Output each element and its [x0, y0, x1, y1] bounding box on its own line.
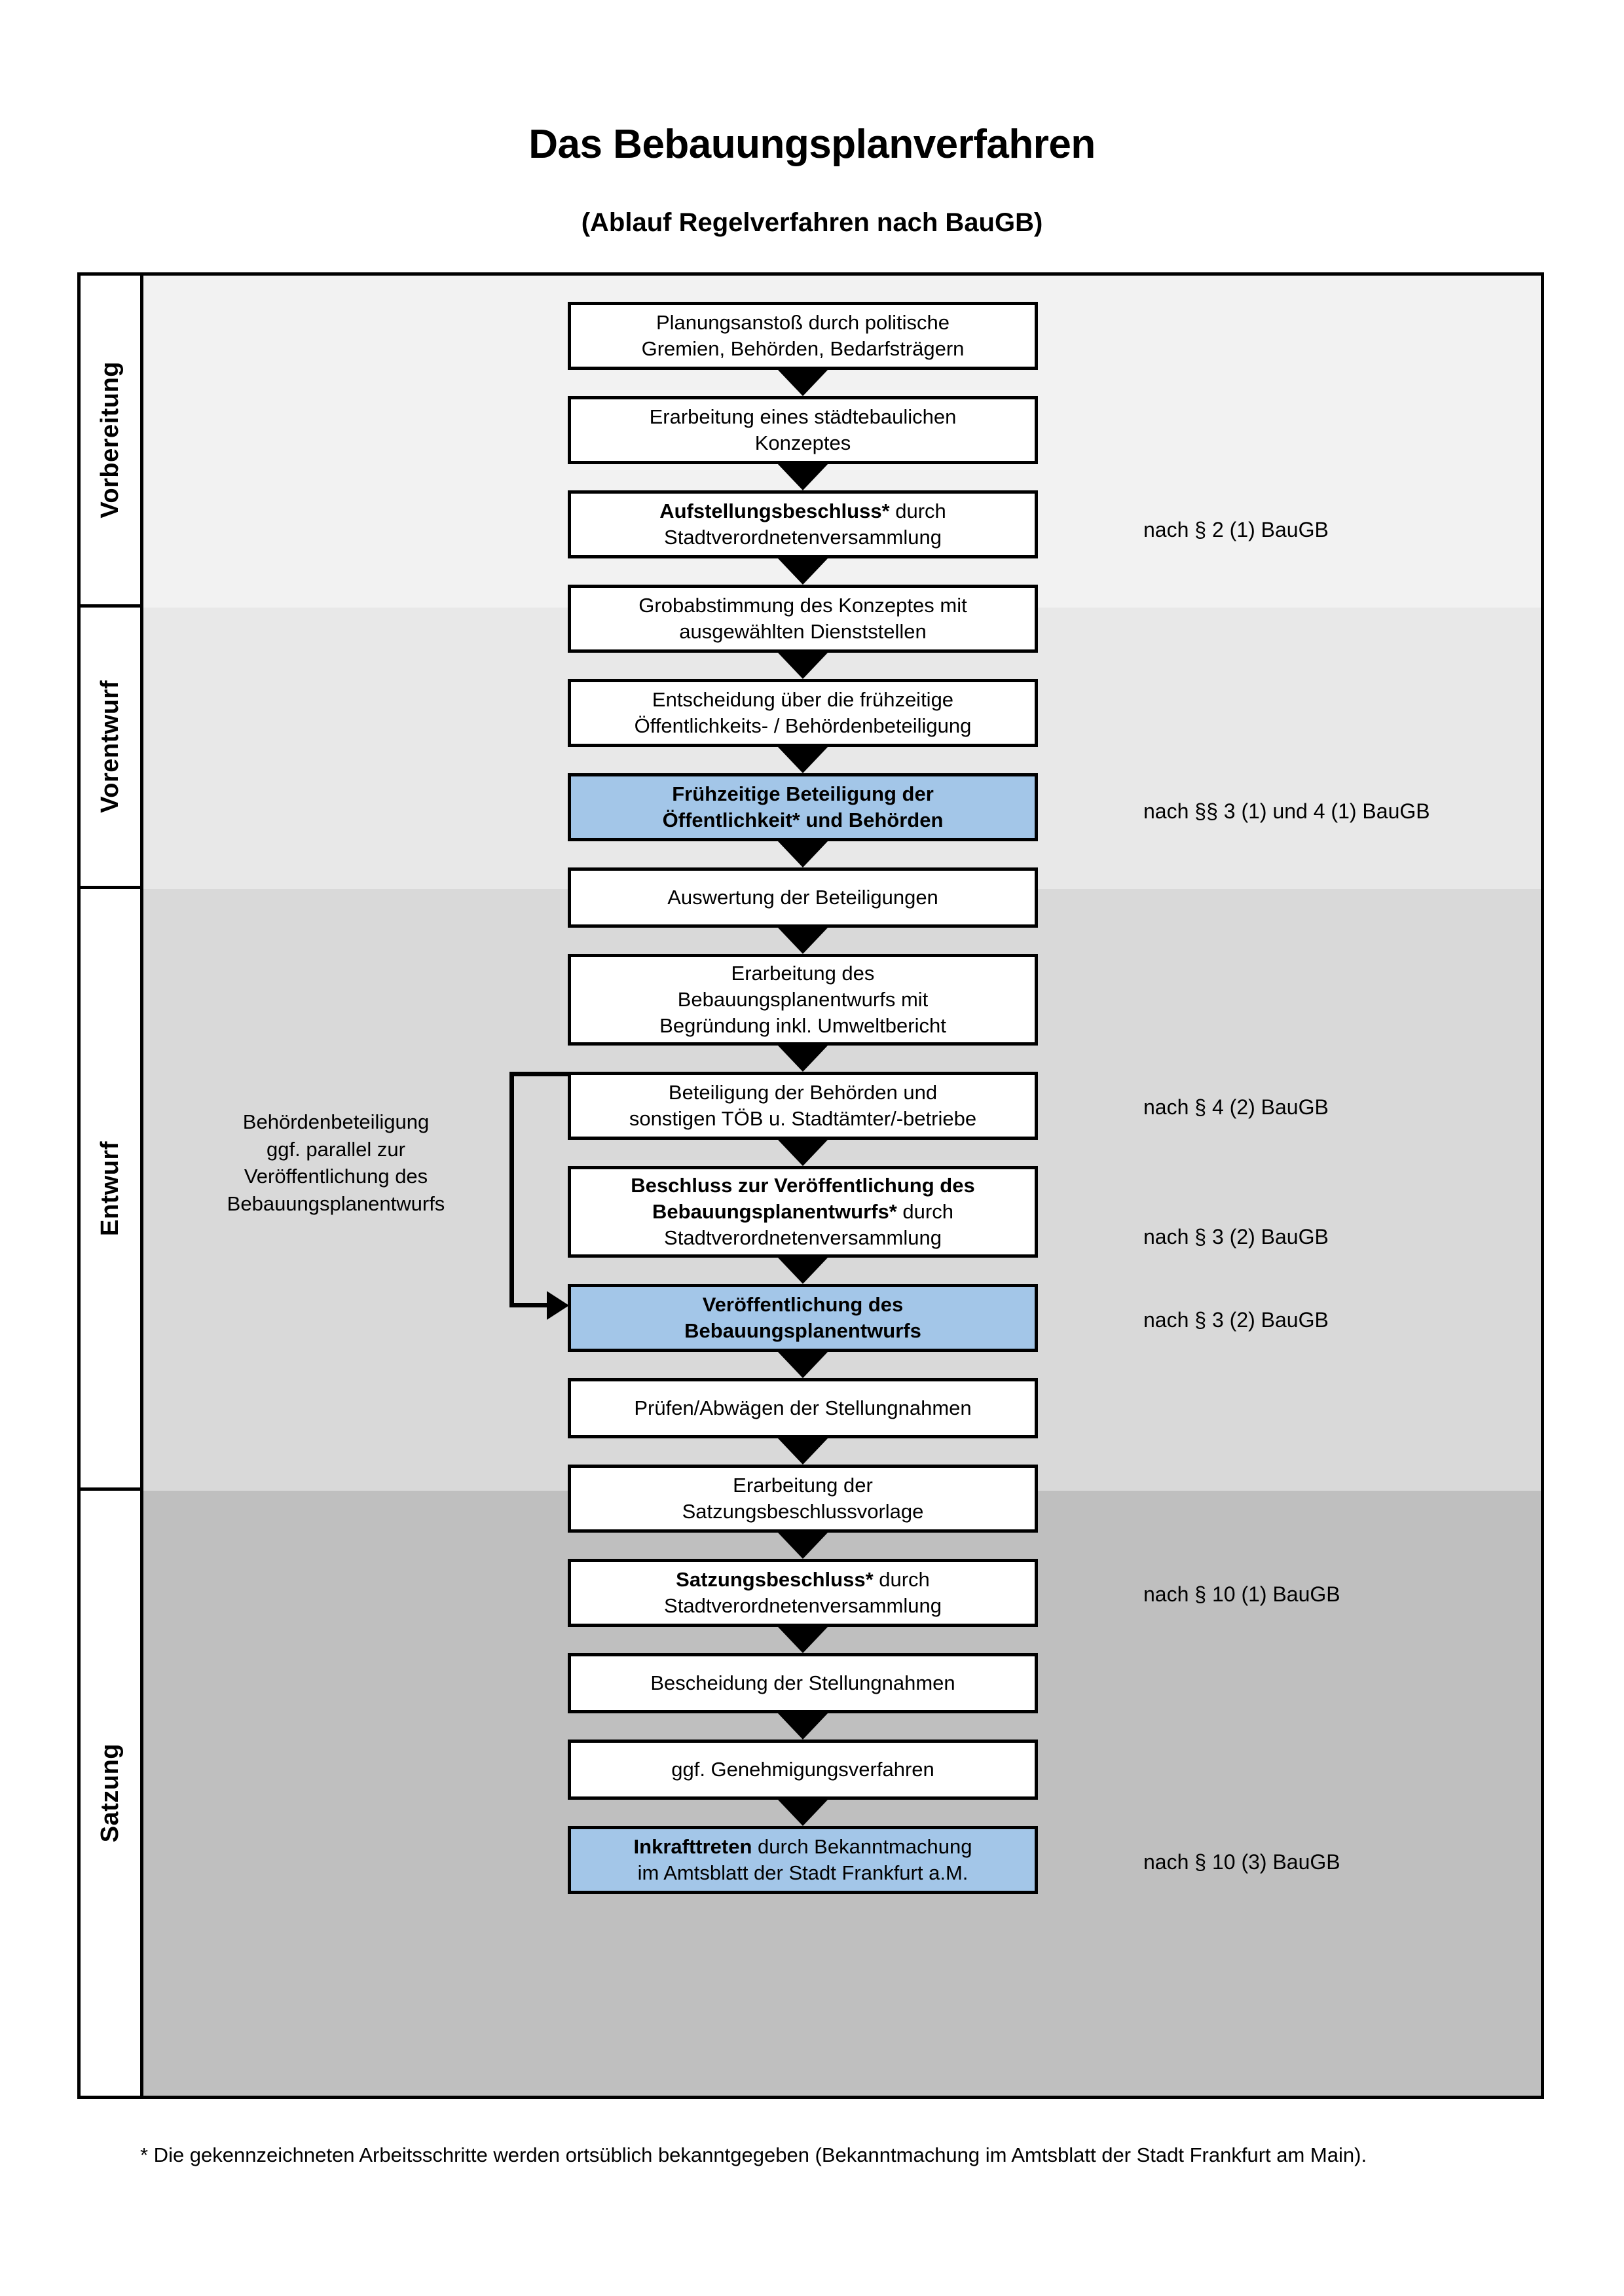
node-satzungsbeschluss[interactable]: Satzungsbeschluss* durch Stadtverordnete… — [568, 1559, 1038, 1627]
phase-cell-vorbereitung: Vorbereitung — [81, 276, 140, 608]
arrow-entscheidung-to-fruehzeitige — [778, 747, 828, 773]
arrow-grobabstimmung-to-entscheidung — [778, 653, 828, 679]
node-aufstellungsbeschluss[interactable]: Aufstellungsbeschluss* durch Stadtverord… — [568, 490, 1038, 558]
node-text: Grobabstimmung des Konzeptes mit ausgewä… — [638, 593, 967, 643]
bracket-arrowhead-icon — [547, 1291, 569, 1320]
node-text: Erarbeitung der Satzungsbeschlussvorlage — [682, 1473, 924, 1523]
node-text: Beteiligung der Behörden und sonstigen T… — [629, 1080, 977, 1130]
legal-ref-aufstellungsbeschluss: nach § 2 (1) BauGB — [1143, 518, 1329, 541]
sidenote-behoerdenbeteiligung: Behördenbeteiligung ggf. parallel zur Ve… — [227, 1110, 445, 1215]
phase-label-entwurf: Entwurf — [96, 1140, 124, 1236]
node-text: Planungsanstoß durch politische Gremien,… — [641, 310, 965, 360]
arrow-satzungsbeschluss-to-bescheidung — [778, 1627, 828, 1653]
arrow-aufstellungsbeschluss-to-grobabstimmung — [778, 558, 828, 585]
phase-cell-satzung: Satzung — [81, 1491, 140, 2096]
arrow-pruefen-to-satzungsvorlage — [778, 1438, 828, 1465]
node-entscheidung-beteiligung[interactable]: Entscheidung über die frühzeitige Öffent… — [568, 679, 1038, 747]
flowchart-frame: Vorbereitung Vorentwurf Entwurf Satzung … — [77, 272, 1544, 2099]
arrow-konzept-to-aufstellungsbeschluss — [778, 464, 828, 490]
legal-ref-fruehzeitige-beteiligung: nach §§ 3 (1) und 4 (1) BauGB — [1143, 799, 1430, 823]
bracket-vertical-segment — [509, 1072, 514, 1307]
phase-cell-entwurf: Entwurf — [81, 889, 140, 1491]
arrow-beteiligung-to-beschluss — [778, 1140, 828, 1166]
phase-label-vorbereitung: Vorbereitung — [96, 361, 124, 519]
arrow-planungsanstoss-to-konzept — [778, 370, 828, 396]
bracket-bottom-segment — [509, 1303, 549, 1307]
legal-ref-veroeffentlichung: nach § 3 (2) BauGB — [1143, 1308, 1329, 1332]
node-text: ggf. Genehmigungsverfahren — [671, 1757, 934, 1781]
legal-ref-beteiligung-behoerden: nach § 4 (2) BauGB — [1143, 1095, 1329, 1119]
node-inkrafttreten[interactable]: Inkrafttreten durch Bekanntmachung im Am… — [568, 1826, 1038, 1894]
node-planungsanstoss[interactable]: Planungsanstoß durch politische Gremien,… — [568, 302, 1038, 370]
node-text: Veröffentlichung des Bebauungsplanentwur… — [684, 1292, 921, 1342]
node-satzungsbeschlussvorlage[interactable]: Erarbeitung der Satzungsbeschlussvorlage — [568, 1465, 1038, 1533]
node-beschluss-veroeffentlichung[interactable]: Beschluss zur Veröffentlichung des Bebau… — [568, 1166, 1038, 1258]
band-vorentwurf — [143, 608, 1541, 889]
node-pruefen-abwaegen[interactable]: Prüfen/Abwägen der Stellungnahmen — [568, 1378, 1038, 1438]
node-text: Auswertung der Beteiligungen — [667, 885, 938, 909]
phase-rail: Vorbereitung Vorentwurf Entwurf Satzung — [81, 276, 143, 2096]
page-subtitle: (Ablauf Regelverfahren nach BauGB) — [581, 208, 1043, 237]
legal-ref-satzungsbeschluss: nach § 10 (1) BauGB — [1143, 1582, 1340, 1606]
node-text: Erarbeitung eines städtebaulichen Konzep… — [649, 405, 957, 454]
node-auswertung[interactable]: Auswertung der Beteiligungen — [568, 867, 1038, 928]
legal-ref-beschluss-veroeffentlichung: nach § 3 (2) BauGB — [1143, 1225, 1329, 1248]
arrow-beschluss-to-veroeffentlichung — [778, 1258, 828, 1284]
arrow-erarbeitung-to-beteiligung-behoerden — [778, 1046, 828, 1072]
node-genehmigungsverfahren[interactable]: ggf. Genehmigungsverfahren — [568, 1740, 1038, 1800]
node-grobabstimmung[interactable]: Grobabstimmung des Konzeptes mit ausgewä… — [568, 585, 1038, 653]
phase-label-satzung: Satzung — [96, 1743, 124, 1843]
footnote: * Die gekennzeichneten Arbeitsschritte w… — [140, 2143, 1367, 2166]
legal-ref-inkrafttreten: nach § 10 (3) BauGB — [1143, 1850, 1340, 1874]
node-veroeffentlichung[interactable]: Veröffentlichung des Bebauungsplanentwur… — [568, 1284, 1038, 1352]
node-beteiligung-behoerden[interactable]: Beteiligung der Behörden und sonstigen T… — [568, 1072, 1038, 1140]
node-fruehzeitige-beteiligung[interactable]: Frühzeitige Beteiligung der Öffentlichke… — [568, 773, 1038, 841]
node-konzept[interactable]: Erarbeitung eines städtebaulichen Konzep… — [568, 396, 1038, 464]
page-title: Das Bebauungsplanverfahren — [528, 122, 1096, 167]
node-text: Frühzeitige Beteiligung der Öffentlichke… — [662, 782, 944, 831]
node-erarbeitung-entwurf[interactable]: Erarbeitung des Bebauungsplanentwurfs mi… — [568, 954, 1038, 1046]
node-text: Entscheidung über die frühzeitige Öffent… — [634, 687, 972, 737]
arrow-satzungsvorlage-to-satzungsbeschluss — [778, 1533, 828, 1559]
phase-cell-vorentwurf: Vorentwurf — [81, 608, 140, 889]
node-text: Satzungsbeschluss* durch Stadtverordnete… — [664, 1567, 942, 1617]
arrow-auswertung-to-erarbeitung — [778, 928, 828, 954]
node-text: Beschluss zur Veröffentlichung des Bebau… — [631, 1173, 975, 1250]
bracket-top-segment — [509, 1072, 570, 1076]
phase-label-vorentwurf: Vorentwurf — [96, 680, 124, 813]
arrow-genehmigung-to-inkrafttreten — [778, 1800, 828, 1826]
node-text: Aufstellungsbeschluss* durch Stadtverord… — [659, 499, 946, 549]
node-text: Inkrafttreten durch Bekanntmachung im Am… — [633, 1834, 972, 1884]
arrow-bescheidung-to-genehmigung — [778, 1713, 828, 1740]
node-bescheidung[interactable]: Bescheidung der Stellungnahmen — [568, 1653, 1038, 1713]
node-text: Erarbeitung des Bebauungsplanentwurfs mi… — [659, 961, 946, 1038]
node-text: Prüfen/Abwägen der Stellungnahmen — [634, 1396, 972, 1419]
arrow-veroeffentlichung-to-pruefen — [778, 1352, 828, 1378]
arrow-fruehzeitige-to-auswertung — [778, 841, 828, 867]
node-text: Bescheidung der Stellungnahmen — [650, 1671, 955, 1694]
